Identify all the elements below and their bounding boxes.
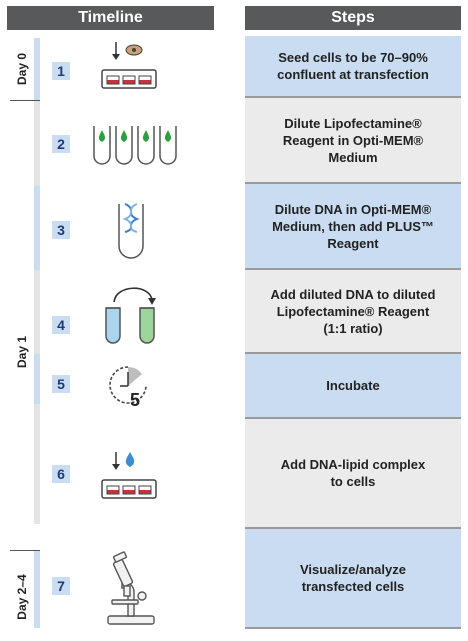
step-6-text: Add DNA-lipid complex to cells [245, 419, 461, 529]
droplet-plate-icon [101, 452, 157, 499]
day1-bar-4 [34, 270, 40, 354]
day1-end-tick [10, 550, 40, 551]
step-4-text: Add diluted DNA to diluted Lipofectamine… [245, 270, 461, 354]
dna-tube-icon [118, 203, 144, 259]
day1-bar-2 [34, 100, 40, 186]
microscope-icon [107, 551, 155, 625]
step-7-number: 7 [52, 577, 70, 595]
steps-header: Steps [245, 6, 461, 30]
day1-bar-6 [34, 404, 40, 524]
timer-icon: 5 [109, 366, 147, 410]
day1-bar-5 [34, 354, 40, 404]
timeline-header: Timeline [7, 6, 214, 30]
step-1-number: 1 [52, 62, 70, 80]
mix-tubes-icon [105, 287, 156, 344]
step-3-text: Dilute DNA in Opti-MEM® Medium, then add… [245, 184, 461, 270]
day0-bar [34, 38, 40, 100]
day0-end-tick [10, 100, 40, 101]
step-2-text: Dilute Lipofectamine® Reagent in Opti-ME… [245, 98, 461, 184]
step-6-number: 6 [52, 465, 70, 483]
step-5-number: 5 [52, 375, 70, 393]
day1-label: Day 1 [15, 335, 29, 369]
day1-bar-3 [34, 186, 40, 270]
step-1-text: Seed cells to be 70–90% confluent at tra… [245, 36, 461, 98]
day2-4-label: Day 2–4 [15, 574, 29, 620]
day2-bar [34, 550, 40, 628]
reagent-tubes-icon [93, 126, 177, 165]
step-3-number: 3 [52, 221, 70, 239]
step-4-number: 4 [52, 316, 70, 334]
day0-label: Day 0 [15, 52, 29, 86]
step-2-number: 2 [52, 135, 70, 153]
cell-plate-icon [101, 42, 157, 89]
step-7-text: Visualize/analyze transfected cells [245, 529, 461, 629]
timer-value: 5 [130, 390, 140, 410]
step-5-text: Incubate [245, 354, 461, 419]
